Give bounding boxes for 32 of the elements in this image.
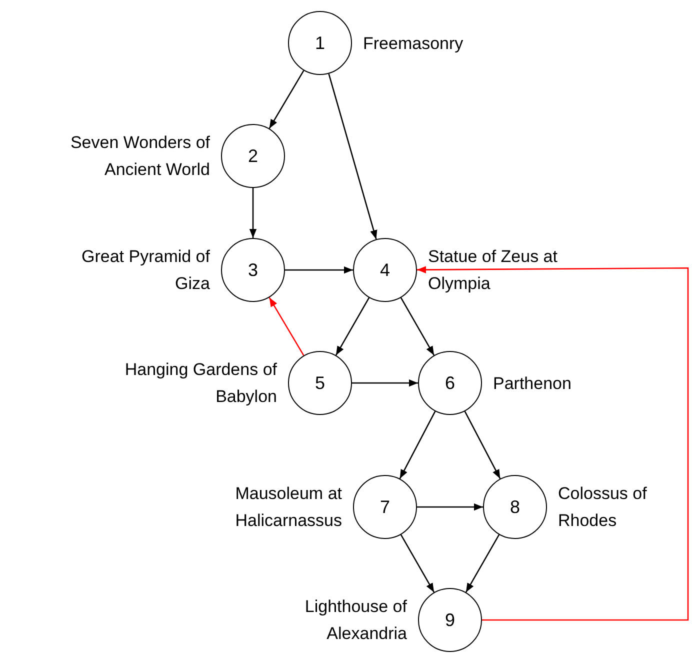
arrow — [268, 70, 304, 129]
node-label: Colossus of Rhodes — [558, 483, 648, 532]
node-label: Statue of Zeus at Olympia — [428, 246, 558, 295]
arrow — [399, 411, 436, 479]
node-label: Great Pyramid of Giza — [80, 246, 210, 295]
arrow — [465, 534, 500, 593]
arrow — [464, 411, 501, 479]
node-number: 9 — [444, 610, 455, 630]
arrow — [328, 74, 378, 240]
node-label: Hanging Gardens of Babylon — [124, 359, 277, 408]
node-number: 7 — [380, 496, 390, 518]
arrow — [417, 503, 483, 511]
arrow — [268, 297, 304, 356]
node-label: Parthenon — [493, 372, 572, 394]
node-label: Mausoleum at Halicarnassus — [234, 483, 342, 532]
node-label: Lighthouse of Alexandria — [304, 596, 407, 645]
arrow — [352, 379, 418, 387]
node-label: Freemasonry — [363, 32, 464, 54]
node-number: 8 — [510, 496, 520, 518]
node-number: 4 — [380, 260, 390, 280]
arrow — [400, 297, 435, 356]
node-label: Seven Wonders of Ancient World — [69, 132, 210, 181]
node-number: 6 — [444, 372, 455, 394]
arrow — [335, 297, 370, 356]
node-number: 5 — [314, 372, 325, 394]
node-number: 1 — [314, 32, 325, 54]
arrow — [285, 266, 353, 274]
arrow — [249, 188, 257, 238]
arrow — [417, 266, 689, 621]
node-number: 3 — [248, 260, 258, 280]
node-number: 2 — [248, 146, 258, 166]
arrow — [400, 534, 435, 593]
